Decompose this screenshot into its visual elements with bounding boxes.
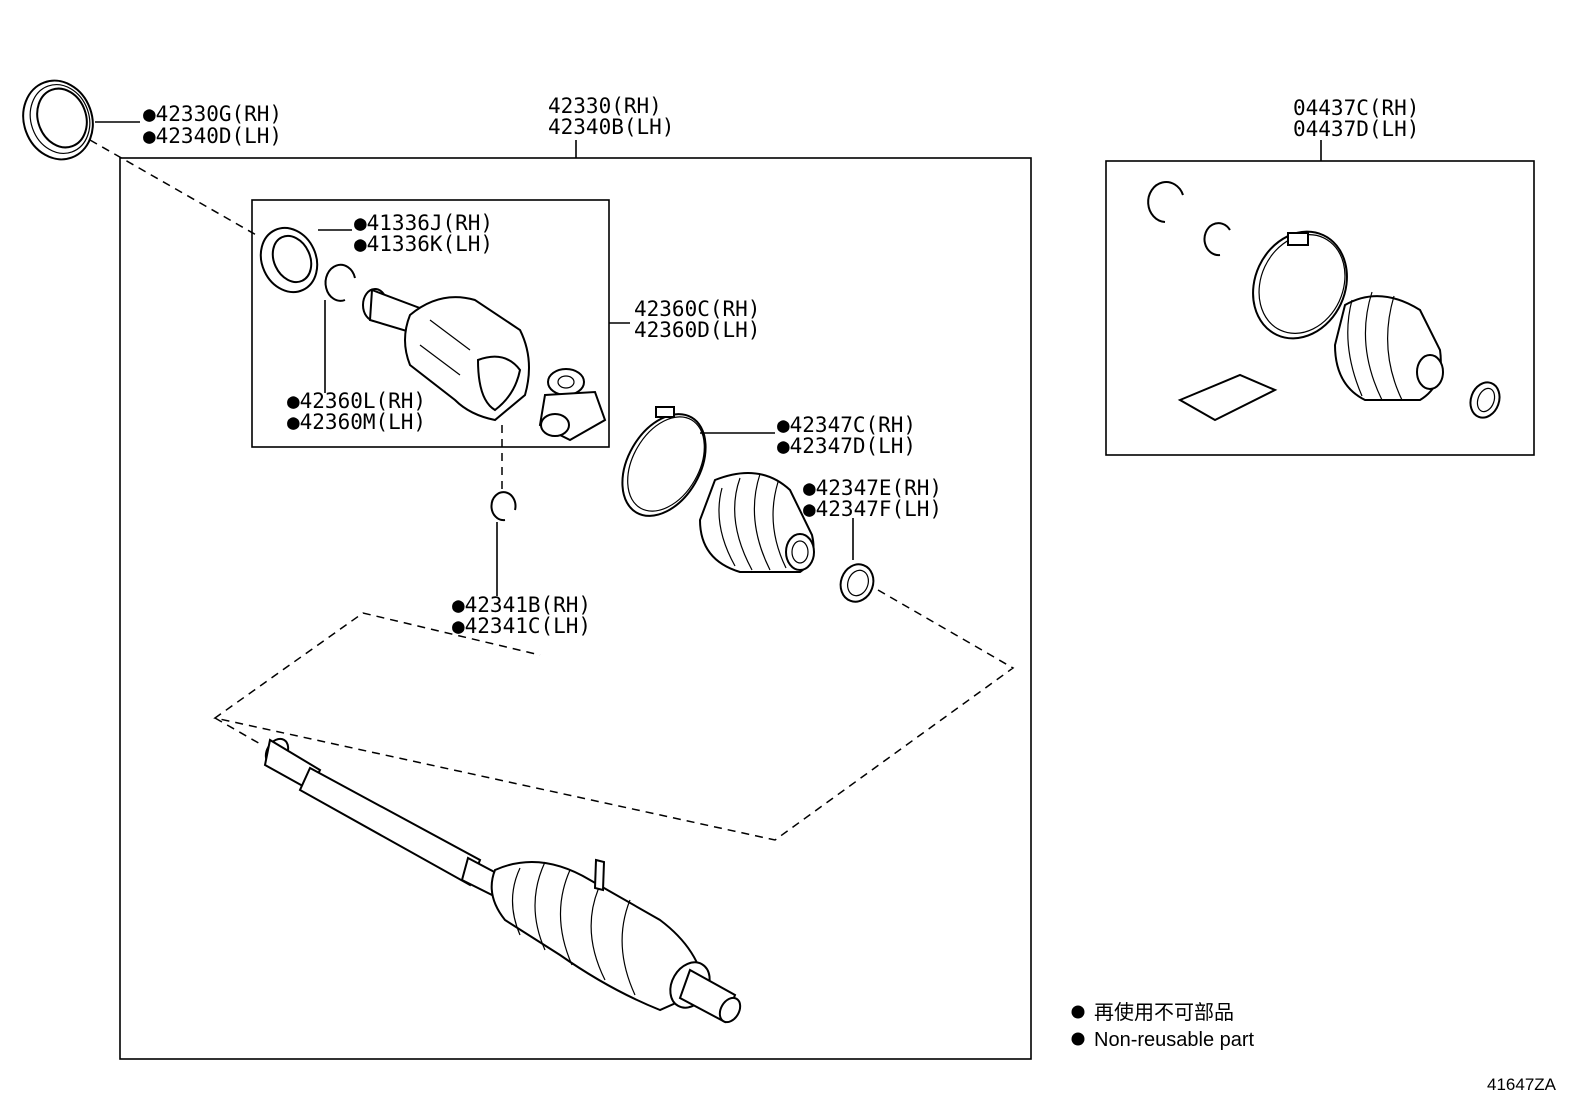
- label-shaft-assy-rh: 42330(RH): [548, 94, 662, 118]
- illustration-code: 41647ZA: [1487, 1075, 1557, 1094]
- label-boot-clamp-small-rh: ●42347E(RH): [803, 476, 942, 500]
- label-snap-ring-inner-rh: ●42360L(RH): [287, 389, 426, 413]
- dust-seal-part: [259, 226, 319, 294]
- snap-ring-shaft-part: [490, 491, 517, 522]
- oil-seal-part: [22, 79, 94, 161]
- label-boot-kit-rh: 04437C(RH): [1293, 96, 1419, 120]
- legend-bullet-icon: [1071, 1032, 1085, 1046]
- label-snap-ring-inner-lh: ●42360M(LH): [287, 410, 426, 434]
- label-boot-clamp-small-lh: ●42347F(LH): [803, 497, 942, 521]
- label-snap-ring-shaft-lh: ●42341C(LH): [452, 614, 591, 638]
- boot-part: [698, 471, 815, 573]
- label-snap-ring-shaft-rh: ●42341B(RH): [452, 593, 591, 617]
- boot-clamp-small-part: [839, 563, 875, 603]
- legend-bullet-icon: [1071, 1005, 1085, 1019]
- snap-ring-inner-part: [324, 263, 356, 302]
- leader-lines: [95, 121, 1322, 596]
- tripod-part: [538, 368, 607, 442]
- legend: 再使用不可部品 Non-reusable part: [1071, 1001, 1255, 1051]
- legend-japanese: 再使用不可部品: [1094, 1001, 1234, 1024]
- label-inboard-joint-rh: 42360C(RH): [634, 297, 760, 321]
- label-dust-seal-lh: ●41336K(LH): [354, 232, 493, 256]
- label-oil-seal-lh: ●42340D(LH): [143, 124, 282, 148]
- inboard-joint-part: [362, 288, 530, 422]
- label-boot-clamp-large-lh: ●42347D(LH): [777, 434, 916, 458]
- legend-english: Non-reusable part: [1094, 1029, 1255, 1051]
- boot-kit-parts: [1147, 181, 1501, 422]
- boot-clamp-large-part: [621, 406, 707, 517]
- label-inboard-joint-lh: 42360D(LH): [634, 318, 760, 342]
- label-oil-seal-rh: ●42330G(RH): [143, 102, 282, 126]
- dashed-assembly-lines: [89, 139, 1015, 841]
- drive-shaft-part: [263, 737, 742, 1024]
- boot-kit-frame: [1105, 160, 1535, 456]
- label-boot-clamp-large-rh: ●42347C(RH): [777, 413, 916, 437]
- label-boot-kit-lh: 04437D(LH): [1293, 117, 1419, 141]
- label-shaft-assy-lh: 42340B(LH): [548, 115, 674, 139]
- label-dust-seal-rh: ●41336J(RH): [354, 211, 493, 235]
